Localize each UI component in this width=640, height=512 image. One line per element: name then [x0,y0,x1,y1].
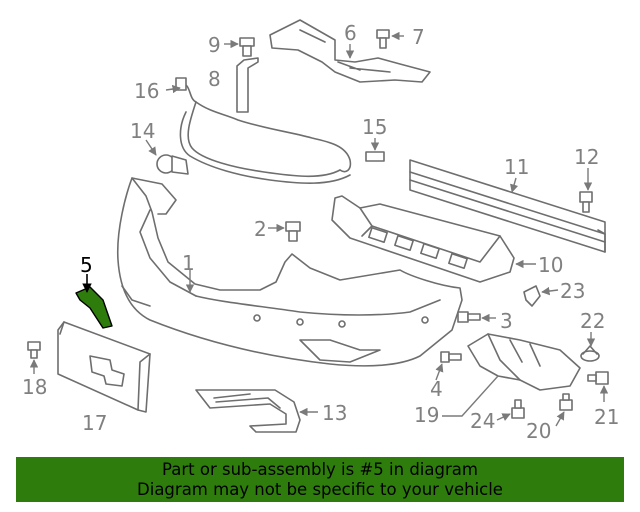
parts-diagram: 1 2 3 4 5 6 7 8 9 10 11 12 13 14 15 16 1… [22,19,619,443]
bumper-cover-part-1 [116,177,463,367]
callout-5[interactable]: 5 [80,253,93,277]
bolt-part-24 [511,399,525,419]
callout-15[interactable]: 15 [362,115,387,139]
bolt-part-20 [559,393,573,411]
callout-20[interactable]: 20 [526,419,551,443]
part-info-banner: Part or sub-assembly is #5 in diagram Di… [16,457,624,502]
reinforcement-bar-part-11 [409,159,606,253]
callout-7[interactable]: 7 [412,25,425,49]
bolt-part-4 [440,351,462,363]
callout-22[interactable]: 22 [580,309,605,333]
wiring-harness-part-16 [175,77,352,184]
callout-2[interactable]: 2 [254,217,267,241]
callout-8[interactable]: 8 [208,67,221,91]
bolt-part-3 [457,311,481,323]
bolt-part-9 [239,37,255,57]
bracket-part-8 [236,57,259,113]
callout-11[interactable]: 11 [504,155,529,179]
callout-13[interactable]: 13 [322,401,347,425]
banner-part-line: Part or sub-assembly is #5 in diagram [162,460,478,479]
callout-3[interactable]: 3 [500,309,513,333]
leader-lines [29,31,609,427]
callout-14[interactable]: 14 [130,119,155,143]
callout-18[interactable]: 18 [22,375,47,399]
callout-labels: 1 2 3 4 5 6 7 8 9 10 11 12 13 14 15 16 1… [22,21,619,443]
callout-19[interactable]: 19 [414,403,439,427]
callout-4[interactable]: 4 [430,377,443,401]
callout-21[interactable]: 21 [594,405,619,429]
callout-16[interactable]: 16 [134,79,159,103]
sensor-part-14 [156,154,189,175]
callout-17[interactable]: 17 [82,411,107,435]
nut-part-22 [580,345,600,362]
callout-1[interactable]: 1 [182,251,195,275]
callout-6[interactable]: 6 [344,21,357,45]
side-bracket-part-19 [467,333,581,391]
callout-10[interactable]: 10 [538,253,563,277]
screw-part-18 [27,341,41,359]
bolt-part-7 [376,29,390,49]
banner-disclaimer-line: Diagram may not be specific to your vehi… [137,480,503,499]
callout-24[interactable]: 24 [470,409,495,433]
clip-part-15 [365,151,385,162]
bracket-part-5-highlighted[interactable] [75,286,113,329]
bolt-part-21 [587,371,609,385]
license-bracket-part-17 [57,321,151,413]
bracket-part-6 [269,19,431,83]
bolt-part-12 [579,191,593,213]
bolt-part-2 [285,221,301,242]
absorber-part-10 [331,195,515,283]
clip-part-23 [523,285,541,307]
callout-23[interactable]: 23 [560,279,585,303]
bezel-part-13 [195,389,301,433]
callout-9[interactable]: 9 [208,33,221,57]
callout-12[interactable]: 12 [574,145,599,169]
